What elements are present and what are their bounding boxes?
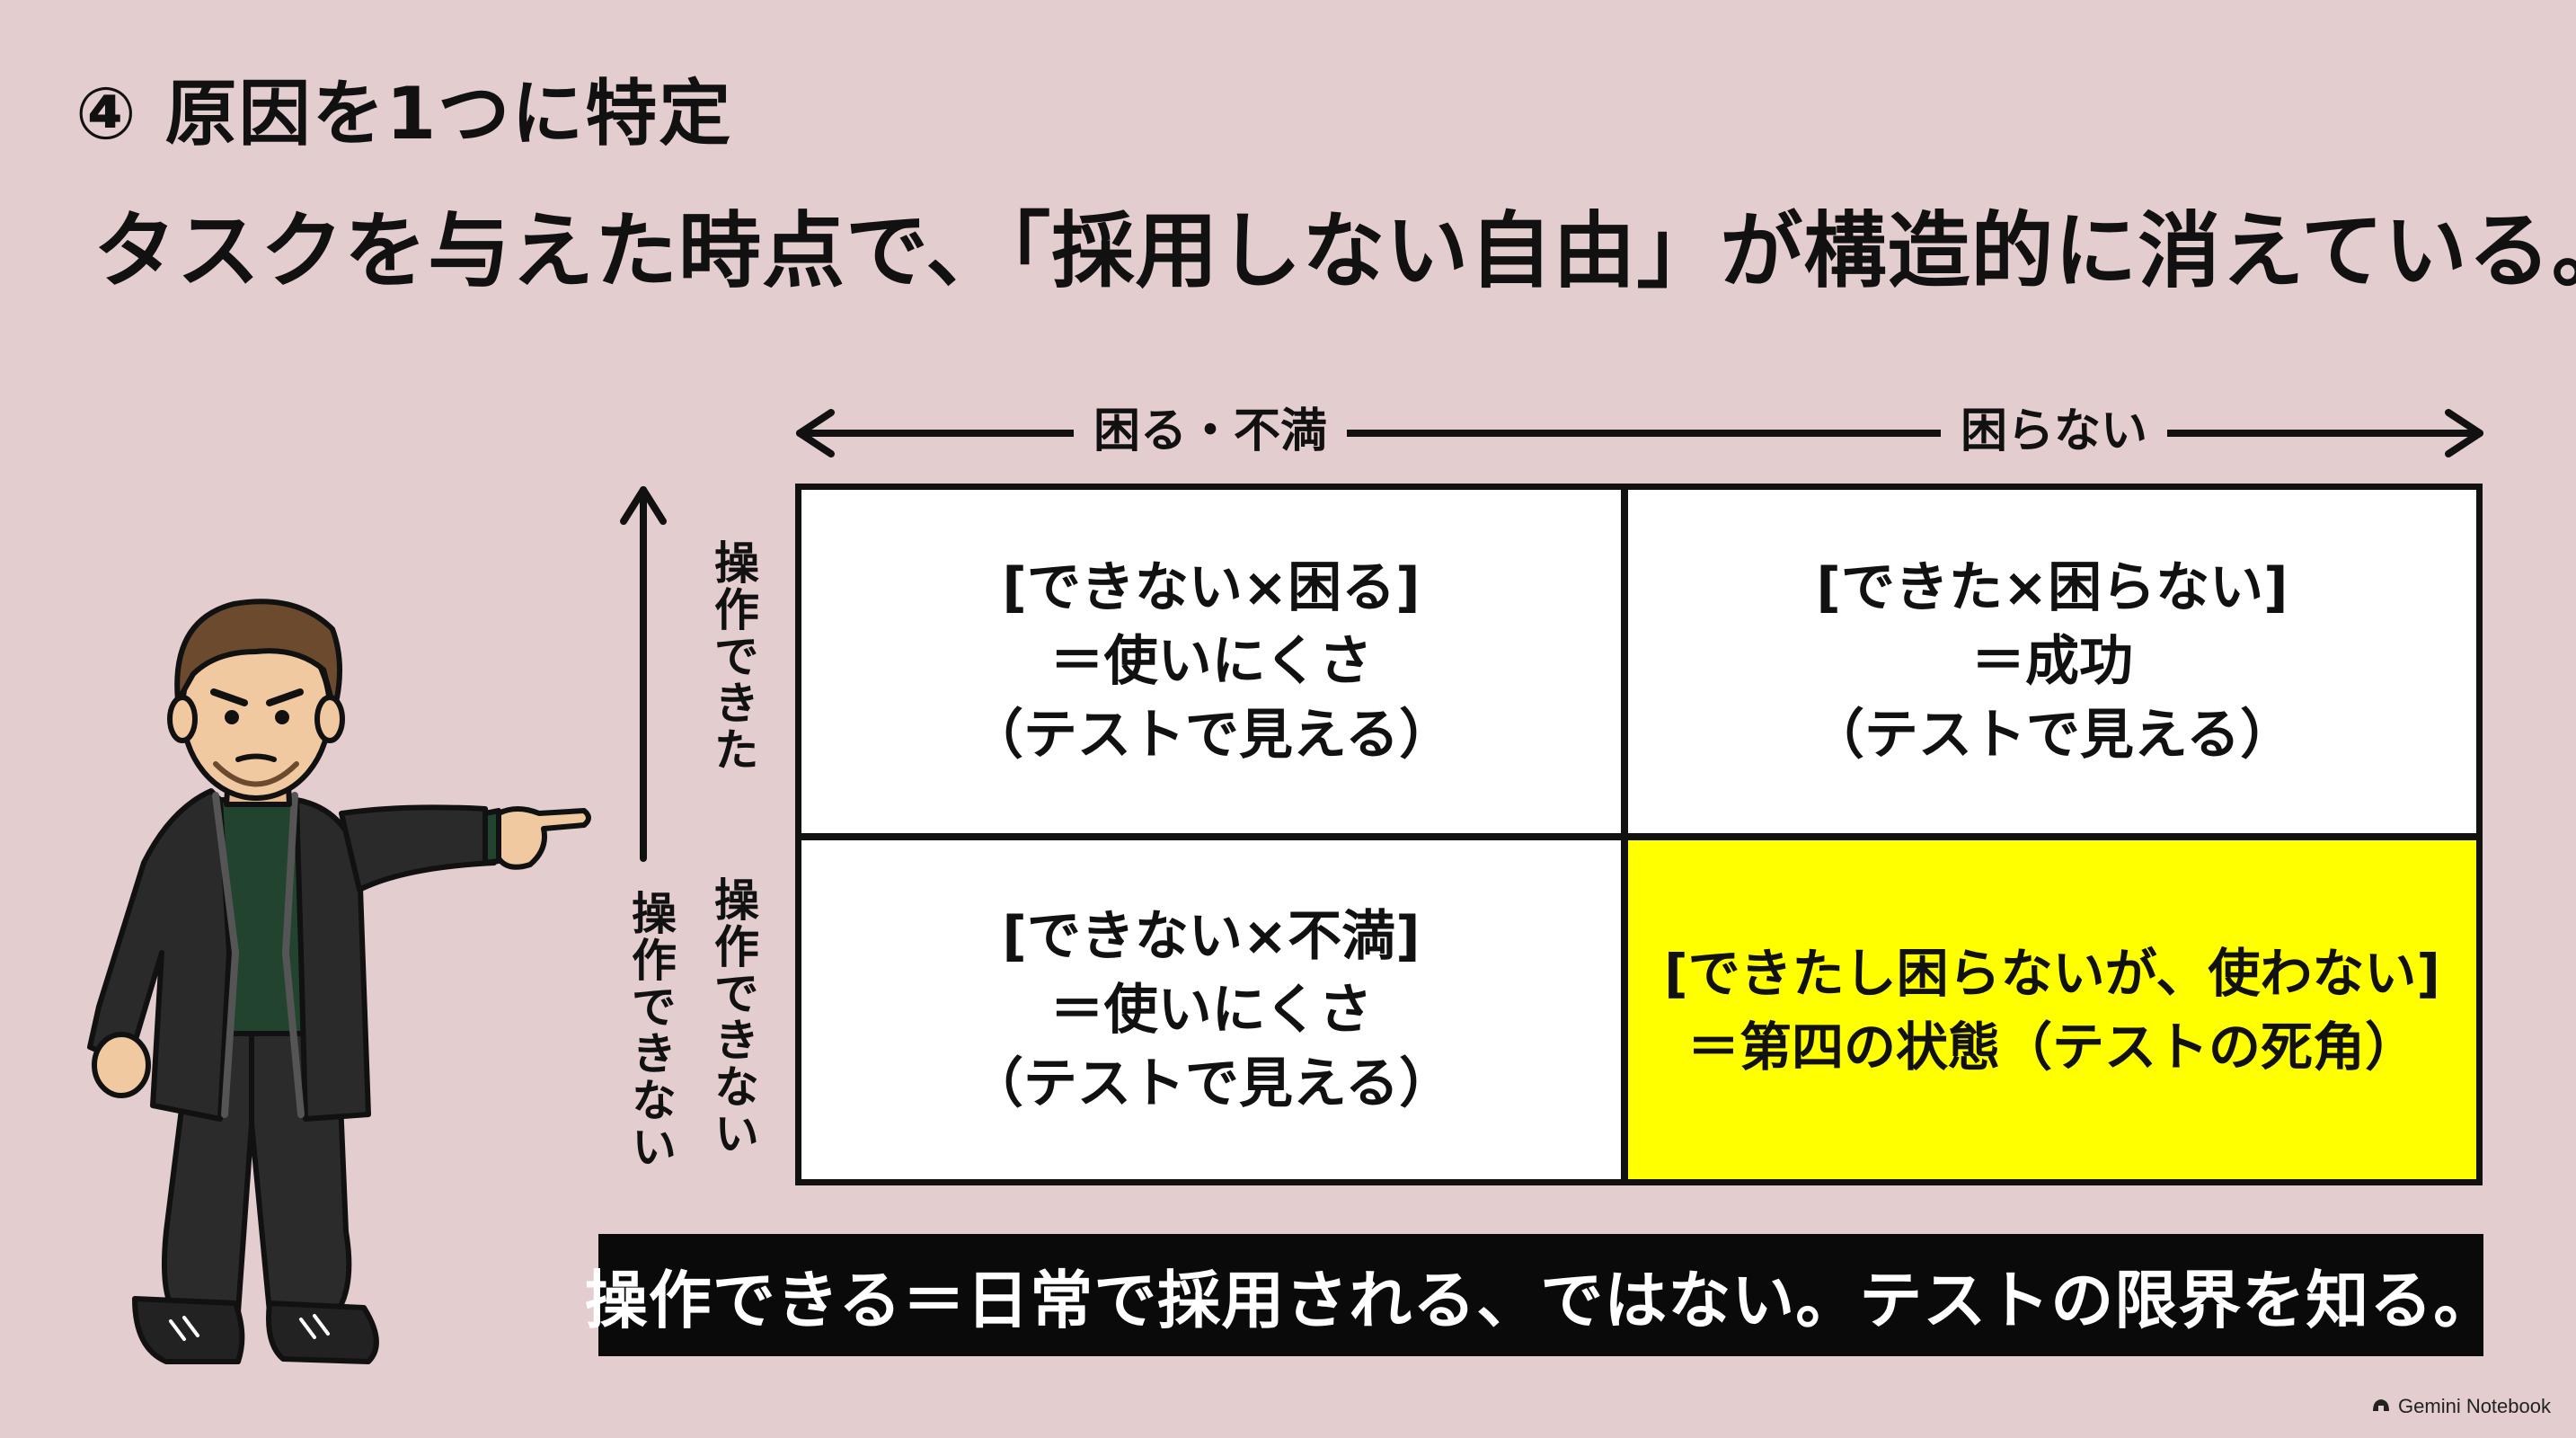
section-title: ④ 原因を1つに特定: [75, 72, 733, 155]
horizontal-axis-arrow: [796, 409, 2483, 457]
notebook-logo-icon: [2371, 1395, 2391, 1418]
watermark: Gemini Notebook: [2371, 1395, 2551, 1418]
vertical-axis-arrow: [620, 486, 667, 862]
quadrant-top-left-text: [できない×困る] ＝使いにくさ （テストで見える）: [969, 556, 1454, 767]
quadrant-bottom-right-text: [できたし困らないが、使わない] ＝第四の状態（テストの死角）: [1664, 942, 2440, 1078]
y-axis-outer-label: 操作できない: [624, 890, 677, 1170]
headline: タスクを与えた時点で、「採用しない自由」が構造的に消えている。: [93, 203, 2576, 299]
y-axis-bottom-label: 操作できない: [707, 876, 759, 1157]
pointing-person-illustration: [87, 599, 591, 1364]
quadrant-bottom-right-highlight: [できたし困らないが、使わない] ＝第四の状態（テストの死角）: [1624, 837, 2483, 1185]
conclusion-banner: 操作できる＝日常で採用される、ではない。テストの限界を知る。: [585, 1234, 2496, 1356]
watermark-text: Gemini Notebook: [2398, 1395, 2551, 1417]
quadrant-top-right: [できた×困らない] ＝成功 （テストで見える）: [1624, 484, 2483, 837]
quadrant-top-left: [できない×困る] ＝使いにくさ （テストで見える）: [795, 484, 1624, 837]
x-axis-left-label: 困る・不満: [1074, 395, 1348, 467]
quadrant-top-right-text: [できた×困らない] ＝成功 （テストで見える）: [1810, 556, 2295, 767]
quadrant-bottom-left: [できない×不満] ＝使いにくさ （テストで見える）: [795, 837, 1624, 1185]
y-axis-top-label: 操作できた: [707, 539, 759, 773]
quadrant-bottom-left-text: [できない×不満] ＝使いにくさ （テストで見える）: [969, 904, 1454, 1115]
x-axis-right-label: 困らない: [1941, 395, 2168, 467]
